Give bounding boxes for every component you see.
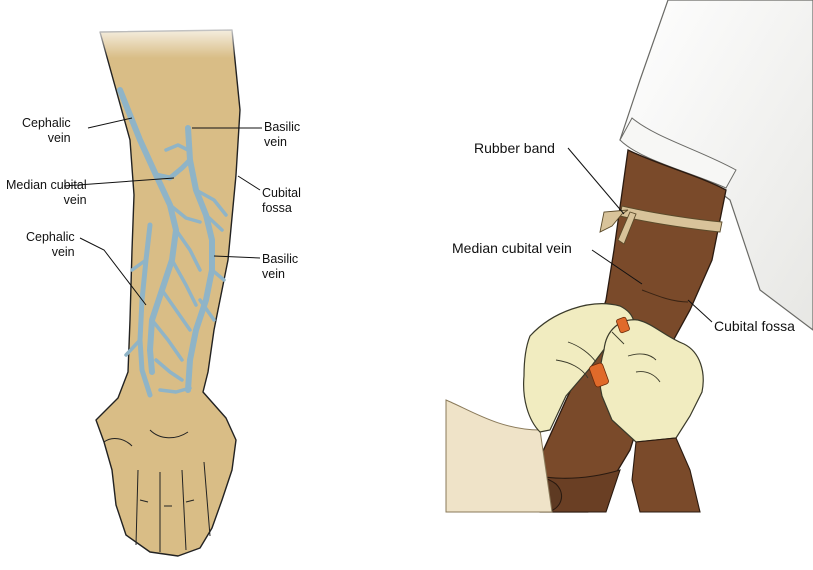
label-rubber-band: Rubber band <box>474 140 555 157</box>
leader-rubber-band <box>568 148 624 214</box>
label-cephalic-vein-lower: Cephalic vein <box>26 230 75 260</box>
leader-cubital-fossa-right <box>688 300 712 322</box>
left-arm-diagram <box>64 20 262 556</box>
right-glove <box>600 320 703 442</box>
label-median-cubital-vein-right: Median cubital vein <box>452 240 572 257</box>
label-basilic-vein-lower: Basilic vein <box>262 252 298 282</box>
leader-cubital-fossa <box>238 176 260 190</box>
left-arm-skin <box>96 30 240 556</box>
label-cubital-fossa-right: Cubital fossa <box>714 318 795 335</box>
label-basilic-vein-top: Basilic vein <box>264 120 300 150</box>
label-cephalic-vein-top: Cephalic vein <box>22 116 71 146</box>
label-median-cubital-vein: Median cubital vein <box>6 178 87 208</box>
practitioner-forearm <box>632 438 700 512</box>
arm-top-fade <box>90 20 250 58</box>
label-cubital-fossa-left: Cubital fossa <box>262 186 301 216</box>
